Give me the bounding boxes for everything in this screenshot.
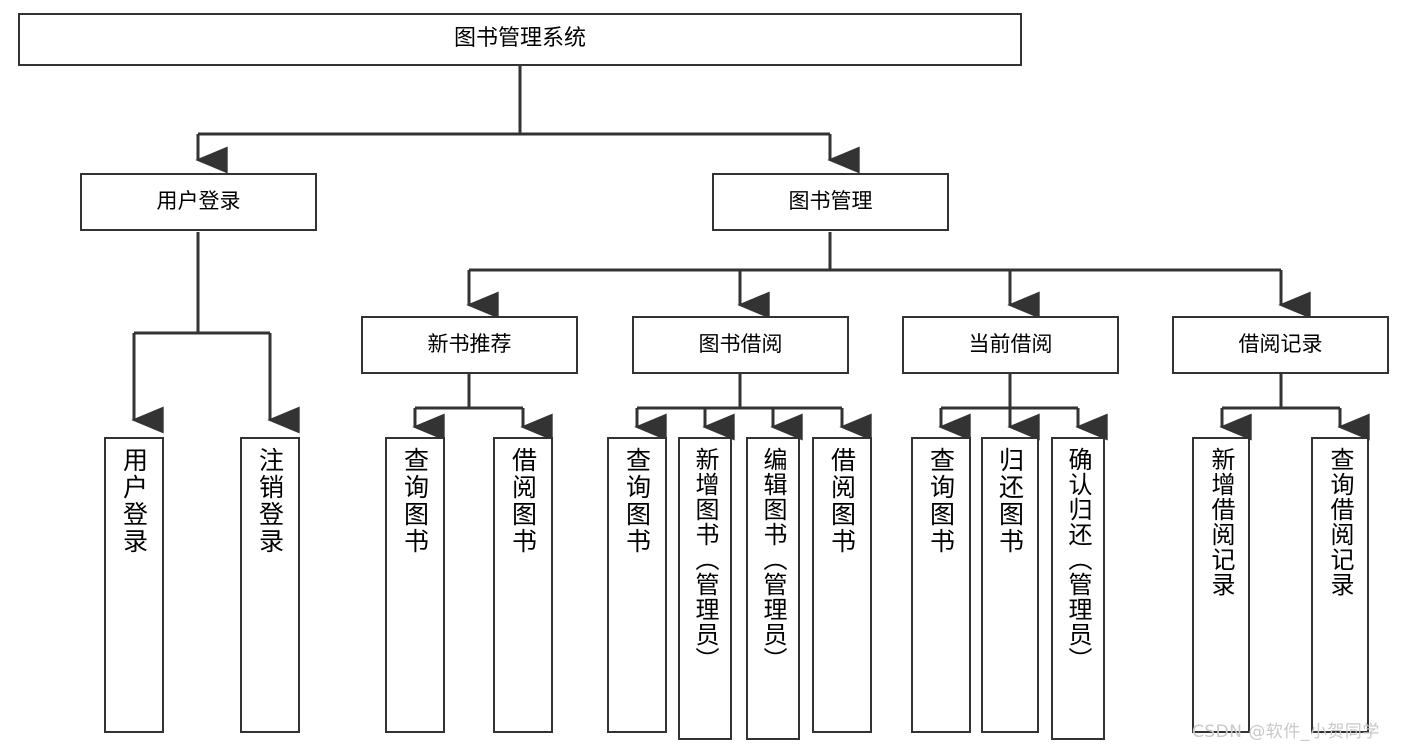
node-label: 借阅图书 [508, 447, 538, 555]
node-new-book-recommend[interactable]: 新书推荐 [361, 316, 578, 374]
node-label: 查询图书 [622, 447, 652, 555]
node-borrow-record[interactable]: 借阅记录 [1172, 316, 1389, 374]
node-root-system[interactable]: 图书管理系统 [18, 13, 1022, 66]
node-label: 借阅图书 [827, 447, 857, 555]
node-label: 确认归还（管理员） [1064, 447, 1092, 672]
node-label: 新增借阅记录 [1207, 447, 1235, 597]
leaf-record-query-record[interactable]: 查询借阅记录 [1311, 437, 1369, 733]
leaf-borrow-borrow-book[interactable]: 借阅图书 [812, 437, 872, 733]
node-label: 借阅记录 [1238, 332, 1323, 357]
node-user-login[interactable]: 用户登录 [80, 173, 317, 231]
leaf-current-query-book[interactable]: 查询图书 [911, 437, 971, 733]
node-label: 图书管理系统 [453, 26, 586, 52]
csdn-watermark: CSDN @软件_小贺同学 [1192, 722, 1380, 742]
leaf-recommend-query-book[interactable]: 查询图书 [385, 437, 445, 733]
leaf-borrow-edit-book-admin[interactable]: 编辑图书（管理员） [746, 437, 800, 740]
node-label: 查询借阅记录 [1326, 447, 1354, 597]
node-label: 新书推荐 [427, 332, 512, 357]
node-label: 当前借阅 [968, 332, 1053, 357]
node-label: 图书借阅 [698, 332, 783, 357]
leaf-current-confirm-return-admin[interactable]: 确认归还（管理员） [1051, 437, 1105, 740]
leaf-record-add-record[interactable]: 新增借阅记录 [1192, 437, 1250, 733]
node-label: 用户登录 [156, 189, 241, 214]
node-book-management[interactable]: 图书管理 [712, 173, 949, 231]
node-label: 注销登录 [255, 447, 285, 555]
node-label: 归还图书 [995, 447, 1025, 555]
node-label: 新增图书（管理员） [691, 447, 719, 672]
leaf-user-login[interactable]: 用户登录 [104, 437, 164, 733]
leaf-borrow-query-book[interactable]: 查询图书 [607, 437, 667, 733]
node-current-borrow[interactable]: 当前借阅 [902, 316, 1119, 374]
leaf-current-return-book[interactable]: 归还图书 [981, 437, 1039, 733]
node-label: 图书管理 [788, 189, 873, 214]
leaf-recommend-borrow-book[interactable]: 借阅图书 [493, 437, 553, 733]
node-label: 用户登录 [119, 447, 149, 555]
node-label: 查询图书 [926, 447, 956, 555]
leaf-logout[interactable]: 注销登录 [240, 437, 300, 733]
leaf-borrow-add-book-admin[interactable]: 新增图书（管理员） [678, 437, 732, 740]
node-label: 查询图书 [400, 447, 430, 555]
node-label: 编辑图书（管理员） [759, 447, 787, 672]
node-book-borrow[interactable]: 图书借阅 [632, 316, 849, 374]
